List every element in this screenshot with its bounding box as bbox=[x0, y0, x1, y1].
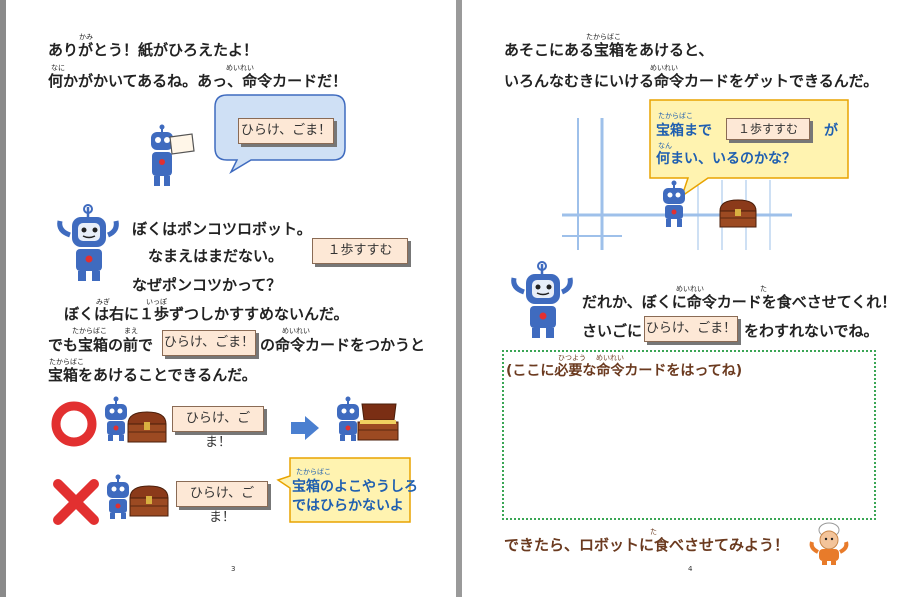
ruby-takarabako-2: たからばこ bbox=[49, 358, 84, 366]
p3-line-4: なまえはまだない。 bbox=[148, 247, 284, 265]
card-one-step-q: １歩すすむ bbox=[726, 118, 810, 140]
page-gutter bbox=[456, 0, 462, 597]
ruby-takarabako-p4: たからばこ bbox=[586, 33, 621, 41]
ruby-meirei-p4b: めいれい bbox=[676, 285, 704, 293]
robot-icon bbox=[107, 474, 129, 519]
page-number: 4 bbox=[688, 565, 693, 573]
robot-icon bbox=[151, 124, 173, 186]
ruby-ta-2: た bbox=[650, 528, 657, 536]
question-line-1b: が bbox=[824, 123, 838, 139]
note-line-1: 宝箱のよこやうしろ bbox=[292, 479, 418, 495]
page-4: たからばこ あそこにある宝箱をあけると、 めいれい いろんなむきにいける命令カー… bbox=[462, 0, 902, 597]
p4-line-1: あそこにある宝箱をあけると、 bbox=[504, 41, 714, 59]
ruby-ippo: いっぽ bbox=[146, 298, 167, 306]
p4-line-3: だれか、ぼくに命令カードを食べさせてくれ！ bbox=[582, 293, 897, 311]
cross-ng-icon bbox=[53, 479, 99, 525]
robot-icon bbox=[663, 180, 685, 227]
note-callout bbox=[276, 457, 411, 523]
p3-line-2: 何かがかいてあるね。あっ、命令カードだ！ bbox=[48, 72, 348, 90]
card-one-step: １歩すすむ bbox=[312, 238, 408, 264]
ruby-meirei-2: めいれい bbox=[282, 327, 310, 335]
open-chest-icon bbox=[357, 403, 399, 441]
ruby-kami: かみ bbox=[79, 33, 93, 41]
card-open-sesame-inline: ひらけ、ごま！ bbox=[162, 330, 256, 356]
note-line-2: ではひらかないよ bbox=[292, 498, 404, 514]
paper-icon bbox=[169, 133, 195, 155]
treasure-chest-icon bbox=[127, 411, 167, 443]
p3-line-3: ぼくはポンコツロボット。 bbox=[132, 220, 312, 238]
circle-ok-icon bbox=[51, 401, 97, 447]
ruby-nani: なに bbox=[51, 64, 65, 72]
ruby-migi: みぎ bbox=[96, 298, 110, 306]
ruby-nan: なん bbox=[658, 142, 672, 150]
arrow-right-icon bbox=[291, 416, 319, 440]
robot-icon bbox=[511, 261, 573, 338]
p3-line-5: なぜポンコツかって？ bbox=[132, 276, 282, 294]
ruby-ta: た bbox=[760, 285, 767, 293]
p3-line-8: 宝箱をあけることできるんだ。 bbox=[48, 366, 257, 384]
ruby-meirei-box: めいれい bbox=[596, 354, 624, 362]
ruby-meirei: めいれい bbox=[226, 64, 254, 72]
ruby-takarabako: たからばこ bbox=[72, 327, 107, 335]
robot-icon bbox=[105, 396, 127, 441]
p4-line-4b: をわすれないでね。 bbox=[744, 322, 879, 340]
p3-line-6: ぼくは右に１歩ずつしかすすめないんだ。 bbox=[64, 305, 349, 323]
ruby-meirei-p4: めいれい bbox=[650, 64, 678, 72]
card-paste-area[interactable] bbox=[502, 350, 876, 520]
p4-line-5: できたら、ロボットに食べさせてみよう！ bbox=[504, 536, 790, 554]
ruby-takarabako-q: たからばこ bbox=[658, 112, 693, 120]
card-open-sesame-correct: ひらけ、ごま！ bbox=[172, 406, 264, 450]
card-open-sesame-speech: ひらけ、ごま！ bbox=[238, 118, 334, 144]
card-open-sesame-p4: ひらけ、ごま！ bbox=[644, 316, 738, 342]
paste-box-label: (ここに必要な命令カードをはってね) bbox=[506, 363, 743, 379]
treasure-chest-icon bbox=[129, 485, 169, 517]
cook-character-icon bbox=[809, 522, 849, 565]
p4-line-2: いろんなむきにいける命令カードをゲットできるんだ。 bbox=[504, 72, 879, 90]
ruby-hitsuyou: ひつよう bbox=[558, 354, 586, 362]
treasure-chest-icon bbox=[719, 199, 757, 228]
card-open-sesame-wrong: ひらけ、ごま！ bbox=[176, 481, 268, 525]
question-line-2: 何まい、いるのかな？ bbox=[656, 151, 796, 167]
robot-icon bbox=[337, 396, 359, 441]
page-3: かみ ありがとう！紙がひろえたよ！ なに めいれい 何かがかいてあるね。あっ、命… bbox=[6, 0, 456, 597]
page-number: 3 bbox=[231, 565, 236, 573]
question-line-1a: 宝箱まで bbox=[656, 123, 712, 139]
ruby-takarabako-note: たからばこ bbox=[296, 468, 331, 476]
p3-line-7b: の命令カードをつかうと bbox=[260, 336, 426, 354]
p3-line-7a: でも宝箱の前で bbox=[48, 336, 154, 354]
p3-line-1: ありがとう！紙がひろえたよ！ bbox=[48, 41, 259, 59]
ruby-mae: まえ bbox=[124, 327, 138, 335]
p4-line-4a: さいごに bbox=[582, 322, 643, 340]
robot-icon bbox=[57, 204, 119, 281]
